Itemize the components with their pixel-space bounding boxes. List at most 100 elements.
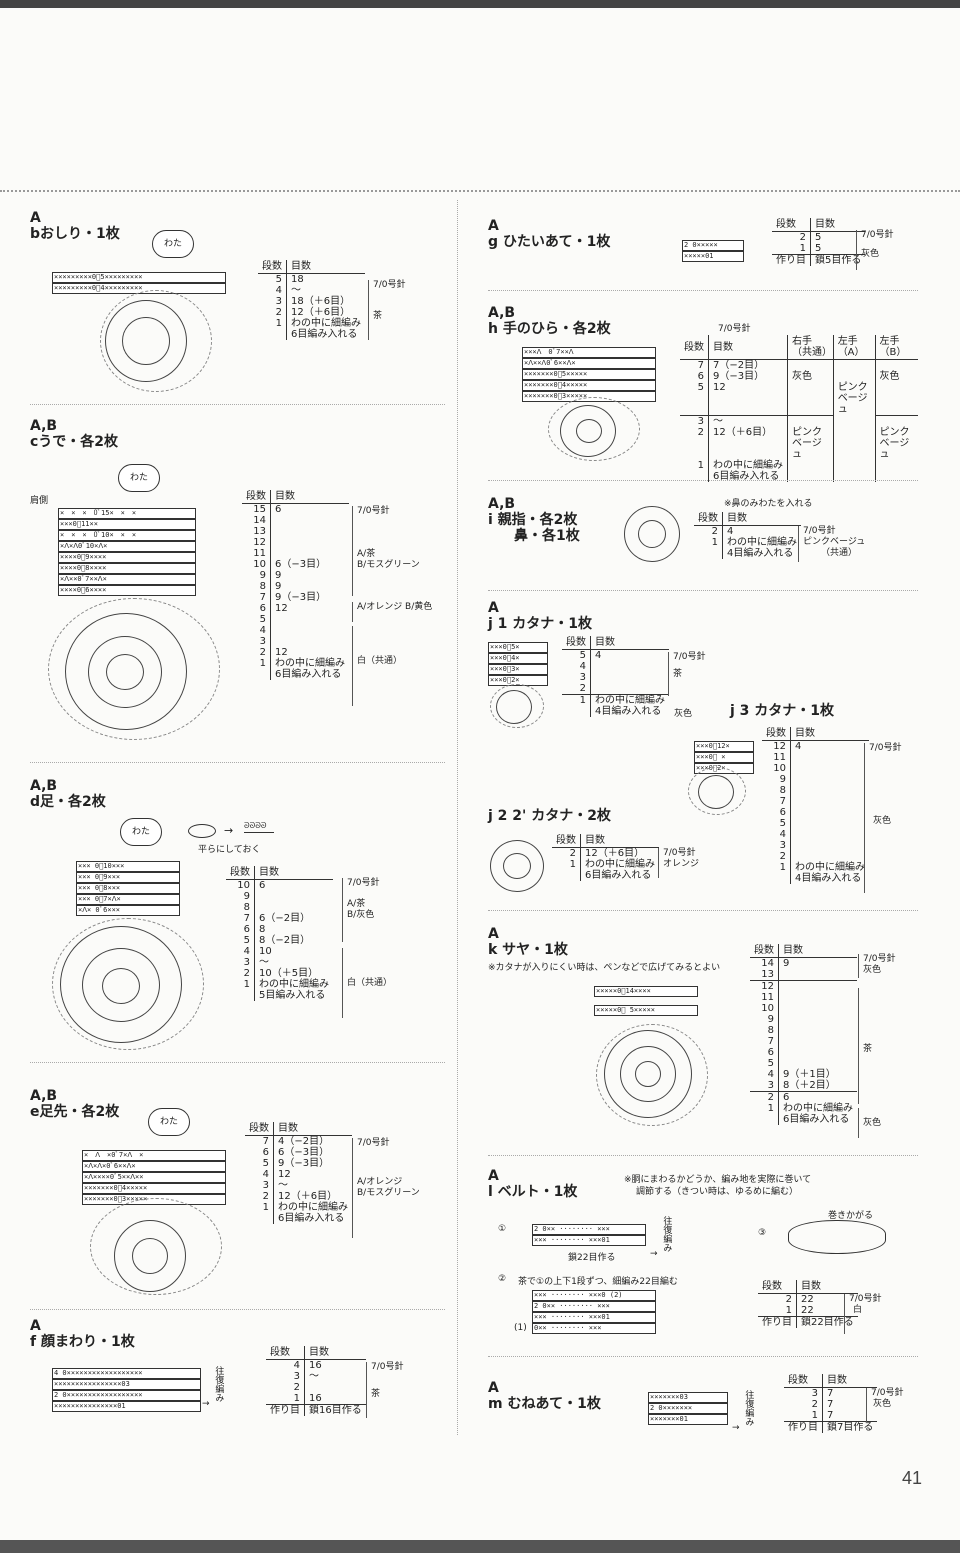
chart-circle: [688, 767, 746, 815]
row-num: 11: [750, 992, 779, 1003]
section-separator: [488, 910, 918, 911]
chart-circle: [82, 948, 160, 1022]
row-count: 12（＋6目）: [585, 848, 645, 859]
row-num: 3: [680, 414, 709, 427]
row-count: 8（−2目）: [259, 935, 311, 946]
row-num: 6: [680, 371, 709, 382]
row-num: 10: [750, 1003, 779, 1014]
needle-label: 7/0号針 A/茶 B/モスグリーン: [352, 506, 420, 596]
stitch-chart: ×××××0ﾞ14×××× ×××××0ﾞ 5×××××: [594, 986, 698, 1016]
yarn-color: 灰色: [858, 1108, 881, 1138]
row-count: 4目編み入れる: [727, 548, 794, 559]
chart-circle: [624, 506, 680, 562]
row-num: 5: [762, 818, 791, 829]
chart-row: ×××××××01: [648, 1414, 728, 1425]
row-num: 8: [750, 1025, 779, 1036]
chart-circle: [576, 419, 602, 443]
row-count: 6目編み入れる: [291, 329, 358, 340]
row-num: 2: [758, 1293, 797, 1305]
stitch-chart: 2 0××××× ×××××01: [682, 240, 744, 262]
foundation-label: 作り目: [772, 254, 811, 266]
row-count: 6: [275, 504, 282, 515]
chart-row: ×ᐱ×ᐱ×0ﾞ6××ᐱ×: [82, 1161, 226, 1172]
needle-label: 7/0号針 灰色: [858, 954, 896, 978]
rows-header: 段数: [680, 335, 709, 360]
section-title: g ひたいあて・1枚: [488, 234, 611, 250]
chart-row: × × × 0ﾞ15× × ×: [58, 508, 196, 519]
stitch-chart: ××× ········ ×××0 (2) 2 0×× ········ ×××…: [532, 1290, 656, 1334]
row-num: 2: [694, 525, 723, 537]
row-num: 2: [562, 683, 591, 695]
chart-circle: [548, 397, 640, 461]
chart-row: ××× 0ﾞ8×××: [76, 883, 180, 894]
section-group: A,B: [30, 418, 58, 434]
section-title: j 3 カタナ・1枚: [730, 703, 835, 719]
row-num: 4: [562, 661, 591, 672]
stitch-chart: ×××××××××0ﾞ5××××××××× ×××××××××0ﾞ4××××××…: [52, 272, 226, 294]
yarn-color: オレンジ: [663, 859, 700, 869]
chart-row: ×ᐱ×ᐱ0ﾞ10×ᐱ×: [58, 541, 196, 552]
row-num: 8: [242, 581, 271, 592]
row-count: 5目編み入れる: [259, 990, 326, 1001]
row-count: 4目編み入れる: [595, 706, 662, 717]
section-f: A f 顔まわり・1枚 4 0×××××××××××××××××× ××××××…: [30, 1318, 445, 1433]
cell: [833, 359, 876, 371]
row-num: 12: [242, 537, 271, 548]
yarn-color: 白: [853, 1305, 863, 1315]
section-separator: [488, 290, 918, 291]
row-count: [791, 785, 870, 796]
section-title: j 2 2' カタナ・2枚: [488, 808, 611, 824]
row-num: 9: [750, 1014, 779, 1025]
row-num: 2: [772, 231, 811, 243]
row-num: 3: [762, 840, 791, 851]
row-num: 1: [266, 1393, 305, 1405]
stitch-chart: ×××ᐱ 0ﾞ7××ᐱ ×ᐱ××ᐱ0ﾞ6××ᐱ× ×××××××0ﾞ5×××××…: [522, 347, 656, 402]
chart-row: ××× ········ ×××0 (2): [532, 1290, 656, 1301]
row-count: 5: [815, 243, 822, 254]
cotton-cloud-icon: わた: [120, 818, 162, 846]
row-count: 7（−2目）: [708, 359, 788, 371]
section-d: A,B d足・各2枚 わた → ᘐᘐᘐᘐ 平らにしておく ××× 0ﾞ10×××…: [30, 778, 445, 1063]
chart-row: ×××××××0ﾞ5×××××: [522, 369, 656, 380]
rows-header: 段数: [750, 944, 779, 958]
row-count: 8（＋2目）: [783, 1080, 836, 1091]
foundation-count: 鎖5目作る: [810, 254, 866, 266]
row-num: 3: [242, 636, 271, 647]
row-num: 2: [680, 426, 709, 460]
row-count: [791, 829, 870, 840]
yarn-color: 白（共通）: [352, 626, 402, 706]
needle-text: 7/0号針: [849, 1294, 882, 1304]
cotton-cloud-icon: わた: [118, 464, 160, 492]
yarn-color: B/モスグリーン: [357, 1188, 420, 1198]
row-count: [791, 807, 870, 818]
row-num: 1: [562, 694, 591, 706]
chart-row: ××× ········ ×××01: [532, 1312, 656, 1323]
row-count: 9（−3目）: [275, 592, 327, 603]
row-count: わの中に細編み: [259, 979, 329, 990]
row-count: [271, 526, 350, 537]
stitches-header: 目数: [708, 335, 788, 360]
needle-label: 7/0号針 灰色: [866, 1388, 904, 1422]
yarn-color: A/オレンジ B/黄色: [352, 602, 432, 622]
row-num: [242, 669, 271, 680]
direction-label: → 往復編み: [732, 1390, 754, 1433]
row-num: 1: [258, 318, 287, 329]
row-num: 7: [680, 359, 709, 371]
row-num: [694, 548, 723, 559]
row-num: 12: [750, 980, 779, 992]
row-count: 12（＋6目）: [278, 1191, 338, 1202]
stitches-header: 目数: [722, 512, 801, 526]
cell: [833, 470, 876, 482]
row-num: 6: [242, 603, 271, 614]
chart-row: ×××0ﾞ ×: [694, 752, 754, 763]
color-cell: 灰色: [787, 371, 834, 382]
chart-row: ×××0ﾞ11××: [58, 519, 196, 530]
row-num: 5: [562, 649, 591, 661]
row-count: [271, 537, 350, 548]
row-num: 1: [772, 243, 811, 255]
